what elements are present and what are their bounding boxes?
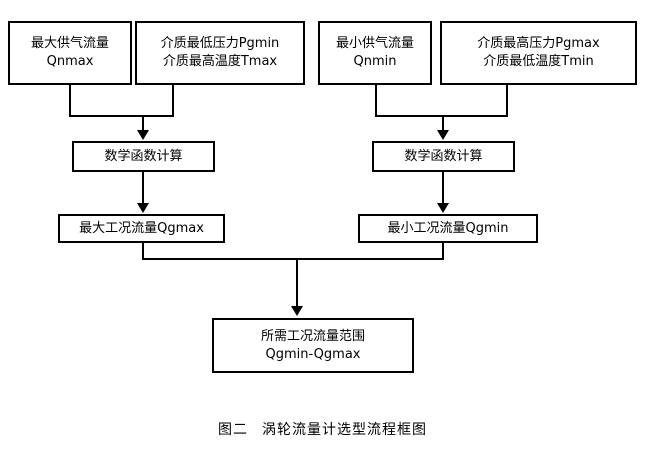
connector-t1-stem (69, 85, 71, 117)
node-max-supply-flow-line2: Qnmax (46, 54, 94, 69)
node-math-function-right-label: 数学函数计算 (404, 148, 483, 164)
arrowhead-to-required-range (291, 306, 303, 316)
node-max-pressure-min-temp-line2: 介质最低温度Tmin (483, 54, 594, 69)
figure-caption-title: 涡轮流量计选型流程框图 (262, 422, 427, 438)
connector-t4-stem (506, 85, 508, 117)
node-max-supply-flow: 最大供气流量 Qnmax (8, 21, 132, 85)
node-result-max-flow-label: 最大工况流量Qgmax (79, 220, 204, 236)
connector-result-min-stem (442, 243, 444, 260)
arrowhead-to-result-min (437, 203, 449, 213)
node-min-supply-flow-line2: Qnmin (353, 54, 397, 69)
node-required-flow-range: 所需工况流量范围 Qgmin-Qgmax (212, 318, 414, 373)
connector-math-right-to-result (442, 172, 444, 204)
node-max-pressure-min-temp: 介质最高压力Pgmax 介质最低温度Tmin (440, 21, 637, 85)
node-min-pressure-max-temp-line2: 介质最高温度Tmax (162, 54, 278, 69)
node-min-pressure-max-temp: 介质最低压力Pgmin 介质最高温度Tmax (135, 21, 305, 85)
arrowhead-to-math-right (437, 130, 449, 140)
node-result-max-flow: 最大工况流量Qgmax (58, 214, 225, 243)
arrowhead-to-math-left (137, 130, 149, 140)
node-math-function-left-label: 数学函数计算 (104, 148, 183, 164)
node-min-supply-flow-line1: 最小供气流量 (335, 36, 414, 52)
connector-result-max-stem (142, 243, 144, 260)
node-math-function-left: 数学函数计算 (72, 141, 215, 172)
node-math-function-right: 数学函数计算 (372, 141, 515, 172)
figure-caption: 图二涡轮流量计选型流程框图 (0, 419, 645, 439)
connector-right-merge-drop (442, 115, 444, 131)
connector-right-join-bar (375, 115, 508, 117)
node-required-flow-range-line2: Qgmin-Qgmax (265, 346, 361, 362)
node-required-flow-range-line1: 所需工况流量范围 (260, 328, 365, 344)
connector-final-merge-drop (296, 258, 298, 308)
node-result-min-flow: 最小工况流量Qgmin (358, 214, 538, 243)
node-min-pressure-max-temp-line1: 介质最低压力Pgmin (160, 36, 280, 52)
node-max-supply-flow-line1: 最大供气流量 (30, 36, 109, 52)
connector-final-join-bar (142, 258, 444, 260)
connector-t2-stem (172, 85, 174, 117)
node-result-min-flow-label: 最小工况流量Qgmin (387, 220, 509, 236)
arrowhead-to-result-max (137, 203, 149, 213)
node-max-pressure-min-temp-line1: 介质最高压力Pgmax (477, 36, 600, 52)
connector-math-left-to-result (142, 172, 144, 204)
connector-left-join-bar (69, 115, 174, 117)
node-min-supply-flow: 最小供气流量 Qnmin (318, 21, 432, 85)
connector-t3-stem (375, 85, 377, 117)
connector-left-merge-drop (142, 115, 144, 131)
figure-caption-label: 图二 (218, 422, 248, 438)
